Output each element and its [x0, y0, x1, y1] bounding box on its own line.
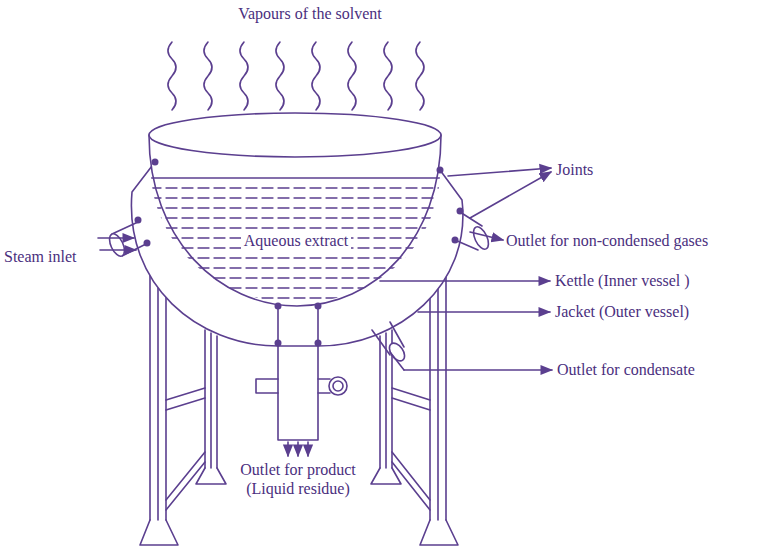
vapour-lines	[348, 42, 356, 110]
leader-lines	[448, 168, 551, 176]
liquid-dashes	[150, 207, 442, 208]
steam-inlet-pipe	[100, 249, 136, 251]
joint-dots	[275, 303, 282, 310]
steam-inlet-pipe	[98, 237, 134, 239]
condensate-label: Outlet for condensate	[557, 360, 695, 379]
vapour-lines	[384, 42, 392, 110]
joint-dots	[135, 159, 464, 347]
product-outlet-pipe	[287, 442, 289, 456]
kettle-illustration	[98, 42, 552, 545]
gas-outlet-pipe	[455, 212, 503, 251]
steam-inlet-pipe	[98, 222, 146, 258]
condensate-outlet-pipe	[390, 352, 404, 370]
liquid-dashes	[150, 267, 442, 268]
vapour-lines	[312, 42, 320, 110]
gas-outlet-label: Outlet for non-condensed gases	[506, 231, 708, 250]
joints-label: Joints	[556, 160, 593, 179]
gas-outlet-pipe	[470, 232, 503, 240]
liquid-dashes	[150, 217, 442, 218]
vapour-lines	[416, 42, 424, 110]
joint-dots	[144, 240, 151, 247]
product-outlet-label: Outlet for product (Liquid residue)	[237, 460, 359, 498]
steam-inlet-pipe	[106, 232, 127, 259]
condensate-outlet-pipe	[372, 322, 552, 370]
joint-dots	[135, 217, 142, 224]
product-outlet-pipe	[297, 442, 299, 456]
liquid-dashes	[150, 187, 442, 188]
gas-outlet-pipe	[470, 225, 491, 252]
vapour-lines	[168, 42, 176, 110]
stand-legs	[166, 388, 205, 410]
stand-legs	[371, 468, 401, 484]
leader-lines	[418, 311, 550, 313]
stand-legs	[205, 330, 217, 468]
liquid-dashes	[150, 297, 442, 298]
kettle-label: Kettle (Inner vessel )	[555, 271, 690, 290]
stand-legs	[392, 452, 430, 510]
product-outlet-pipe	[307, 442, 309, 456]
product-outlet-pipe	[333, 381, 343, 391]
steam-inlet-label: Steam inlet	[4, 247, 76, 266]
vapour-lines	[276, 42, 284, 110]
joint-dots	[437, 167, 444, 174]
vapour-lines	[204, 42, 212, 110]
leader-lines	[380, 280, 550, 282]
vapour-label: Vapours of the solvent	[238, 4, 382, 23]
liquid-dashes	[150, 197, 442, 198]
joint-dots	[452, 237, 459, 244]
condensate-outlet-pipe	[404, 369, 552, 371]
liquid-dashes	[150, 257, 442, 258]
joint-dots	[315, 340, 322, 347]
stand-legs	[140, 520, 178, 545]
stand-legs	[430, 268, 446, 520]
leader-lines	[470, 172, 551, 218]
liquid-dashes	[150, 177, 442, 178]
joint-dots	[152, 159, 159, 166]
joint-dots	[457, 208, 464, 215]
joint-dots	[315, 303, 322, 310]
liquid-dashes	[150, 287, 442, 288]
kettle-rim	[149, 113, 441, 157]
vapour-lines	[240, 42, 248, 110]
stand-legs	[392, 388, 430, 410]
stand-legs	[150, 268, 166, 520]
vapour-lines	[168, 42, 424, 110]
liquid-label: Aqueous extract	[241, 231, 351, 250]
liquid-dashes	[150, 277, 442, 278]
product-outlet-pipe	[278, 306, 318, 440]
product-outlet-pipe	[329, 377, 347, 395]
stand-legs	[166, 452, 205, 510]
product-outlet-pipe	[256, 379, 278, 393]
product-outlet-pipe	[256, 306, 347, 456]
liquid-dashes	[150, 178, 442, 298]
liquid-dashes	[150, 227, 442, 228]
jacket-label: Jacket (Outer vessel)	[555, 302, 689, 321]
stand-legs	[420, 520, 458, 545]
stand-legs	[196, 468, 226, 484]
joint-dots	[275, 340, 282, 347]
